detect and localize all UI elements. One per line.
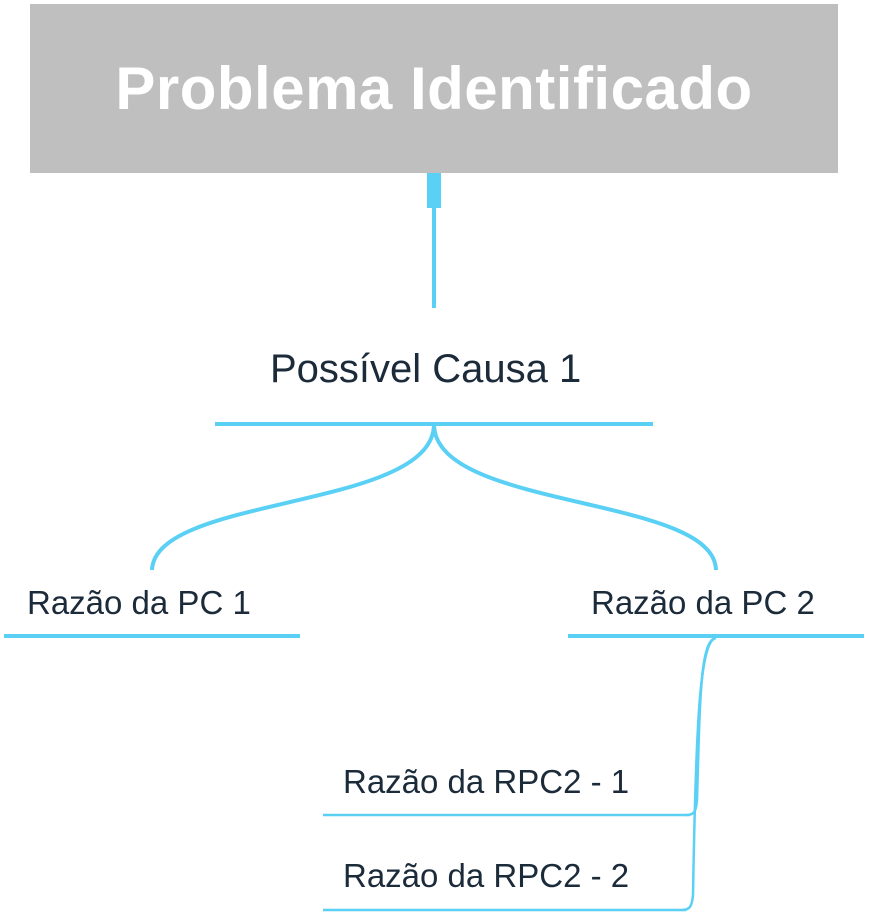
node-razao-rpc2-2[interactable]: Razão da RPC2 - 2 xyxy=(343,857,630,894)
node-razao-pc-2[interactable]: Razão da PC 2 xyxy=(591,584,815,621)
connector-pc1-rpc2 xyxy=(432,423,718,571)
node-razao-rpc2-1[interactable]: Razão da RPC2 - 1 xyxy=(343,763,630,800)
connector-rpc2-rpc2-2 xyxy=(681,636,717,912)
connector-pc1-rpc1 xyxy=(150,423,436,571)
connector-rpc2-rpc2-1 xyxy=(685,636,717,817)
node-razao-pc-1[interactable]: Razão da PC 1 xyxy=(27,584,251,621)
root-node[interactable]: Problema Identificado xyxy=(30,4,838,173)
node-possivel-causa-1[interactable]: Possível Causa 1 xyxy=(270,347,582,391)
root-node-label: Problema Identificado xyxy=(115,55,753,122)
